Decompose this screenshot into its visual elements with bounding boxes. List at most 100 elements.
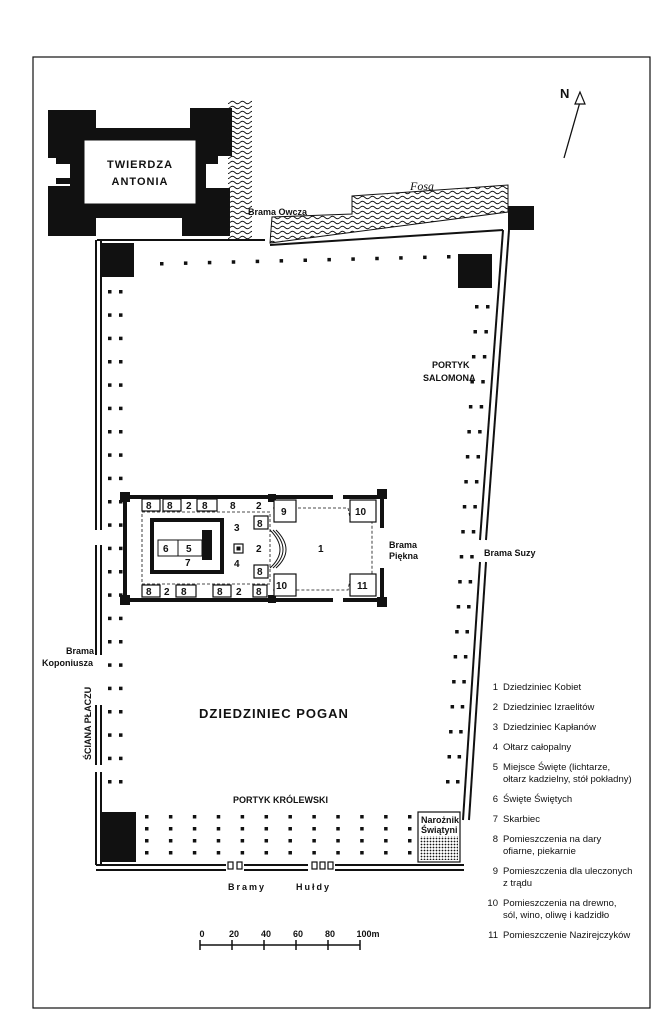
num-8-h: 8 (181, 587, 187, 598)
legend-text: Pomieszczenie Nazirejczyków (503, 930, 630, 941)
column-dot (108, 453, 112, 457)
column-dot (108, 546, 112, 551)
column-dot (216, 851, 221, 855)
column-dot (467, 430, 471, 434)
column-dot (160, 262, 164, 266)
column-dot (465, 455, 470, 459)
enclosure-walls (95, 229, 510, 871)
column-dot (461, 530, 465, 534)
num-8-j: 8 (256, 587, 262, 598)
corner-label-line2: Świątyni (421, 824, 458, 835)
column-dot (463, 655, 468, 659)
column-dot (240, 839, 245, 843)
column-dot (471, 530, 476, 534)
legend-text: ofiarne, piekarnie (503, 846, 576, 857)
num-2-a: 2 (186, 501, 192, 512)
column-dot (108, 663, 112, 667)
column-dot (216, 839, 221, 843)
num-11: 11 (357, 581, 368, 592)
legend-item-1: 1 Dziedziniec Kobiet (493, 682, 582, 693)
num-7: 7 (185, 558, 191, 569)
column-dot (473, 505, 477, 509)
column-dot (255, 259, 260, 264)
column-dot (119, 733, 123, 737)
legend-text: Skarbiec (503, 814, 540, 825)
column-dot (119, 780, 123, 784)
royal-portico-label: PORTYK KRÓLEWSKI (233, 794, 328, 805)
num-8-c: 8 (202, 501, 208, 512)
column-dot (336, 839, 340, 843)
huldah-gates-word2: Hułdy (296, 882, 331, 892)
huldah-gate-posts (227, 861, 334, 870)
column-dot (467, 605, 471, 609)
column-dot (423, 255, 427, 260)
num-8-f: 8 (257, 567, 263, 578)
column-dot (216, 827, 221, 831)
num-4: 4 (234, 559, 240, 570)
legend-number: 1 (493, 682, 498, 693)
column-dot (119, 570, 123, 574)
column-dot (119, 546, 123, 551)
column-dot (486, 305, 490, 309)
column-dot (108, 686, 112, 691)
num-6: 6 (163, 544, 169, 555)
column-dot (119, 430, 123, 434)
legend-text: Dziedziniec Kobiet (503, 682, 582, 693)
scale-tick-label: 40 (261, 929, 271, 939)
column-dot (408, 839, 412, 843)
num-5: 5 (186, 544, 192, 555)
north-label: N (560, 86, 570, 101)
column-dot (288, 815, 292, 819)
num-8-i: 8 (217, 587, 223, 598)
column-dot (288, 827, 292, 831)
column-dot (312, 827, 316, 831)
column-dot (119, 710, 123, 714)
column-dot (108, 336, 112, 341)
column-dot (375, 256, 379, 261)
column-dot (474, 480, 479, 484)
column-dot (108, 593, 112, 597)
column-dot (447, 255, 451, 259)
column-dot (447, 755, 452, 759)
legend-text: Ołtarz całopalny (503, 742, 571, 753)
column-dot (168, 839, 173, 843)
column-dot (119, 663, 123, 667)
column-dot (119, 616, 123, 621)
column-dot (108, 290, 112, 294)
num-8-b: 8 (167, 501, 173, 512)
column-dot (207, 260, 212, 265)
column-dot (108, 733, 112, 737)
column-dot (455, 630, 459, 634)
legend-number: 3 (493, 722, 498, 733)
column-dot (470, 380, 474, 384)
column-dot (231, 260, 236, 264)
num-3: 3 (234, 523, 240, 534)
num-8-e: 8 (257, 519, 263, 530)
column-dot (119, 453, 123, 457)
column-dot (119, 406, 123, 411)
num-2-e: 2 (236, 587, 242, 598)
column-dot (108, 500, 112, 504)
column-dot (168, 815, 173, 819)
column-dot (119, 686, 123, 691)
corner-label-line1: Narożnik (421, 815, 460, 825)
column-dot (462, 505, 467, 509)
column-dot (327, 257, 331, 262)
scale-tick-label: 20 (229, 929, 239, 939)
fortress-antonia: TWIERDZA ANTONIA (48, 108, 232, 236)
num-9: 9 (281, 507, 287, 518)
column-dot (336, 827, 340, 831)
column-dot (119, 383, 123, 387)
column-dot (484, 330, 488, 334)
susa-gate-label: Brama Suzy (484, 548, 536, 558)
column-dot (108, 383, 112, 387)
legend-text: Dziedziniec Izraelitów (503, 702, 594, 713)
column-dot (192, 815, 197, 819)
column-dot (473, 330, 477, 334)
column-dot (264, 839, 269, 843)
